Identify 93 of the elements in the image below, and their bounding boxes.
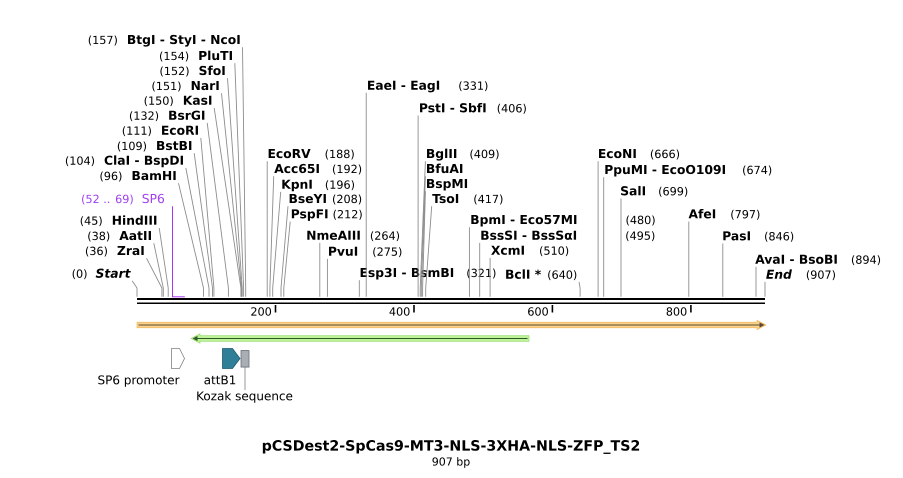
leader-line <box>234 62 244 298</box>
leader-line <box>578 281 581 298</box>
leader-line <box>620 198 622 298</box>
leader-line <box>200 137 214 298</box>
enzyme-label: (109) BstBI <box>118 141 192 152</box>
leader-line <box>266 160 268 298</box>
enzyme-label: (45) HindIII <box>80 215 156 226</box>
feature-label: SP6 promoter <box>98 375 180 387</box>
leader-line <box>242 46 246 298</box>
leader-line <box>490 257 491 298</box>
leader-line <box>153 242 164 298</box>
ruler-label: 400 <box>389 307 410 316</box>
primer-label: (52 .. 69) SP6 <box>82 194 164 204</box>
leader-line <box>688 221 690 298</box>
ruler-label: 200 <box>251 307 272 316</box>
enzyme-label: BseYI (208) <box>290 194 362 204</box>
enzyme-label: (151) NarI <box>152 81 219 92</box>
leader-line <box>214 107 242 298</box>
enzyme-label: (150) KasI <box>144 96 212 106</box>
leader-line <box>269 176 274 298</box>
leader-line <box>366 92 367 298</box>
leader-line <box>764 281 766 298</box>
enzyme-label: (154) PluTI <box>160 50 232 62</box>
enzyme-label: Esp3I - BsmBI (321) <box>360 268 496 280</box>
enzyme-label: (152) SfoI <box>160 66 225 76</box>
leader-line <box>185 167 210 298</box>
leader-line <box>221 92 242 298</box>
enzyme-label: (157) BtgI - StyI - NcoI <box>88 34 240 47</box>
leader-line <box>280 206 288 298</box>
leader-line <box>146 258 162 298</box>
end-label: End (907) <box>766 269 835 280</box>
leader-line <box>178 182 204 298</box>
enzyme-label: SalI (699) <box>621 186 688 197</box>
leader-line <box>603 176 604 298</box>
feature-band <box>136 320 767 330</box>
enzyme-label: (96) BamHI <box>100 171 176 182</box>
map-title: pCSDest2-SpCas9-MT3-NLS-3XHA-NLS-ZFP_TS2 <box>262 440 640 454</box>
enzyme-label: AfeI (797) <box>688 208 760 220</box>
leader-line <box>468 226 470 298</box>
leader-line <box>420 160 426 298</box>
enzyme-label: PspFI (212) <box>292 209 362 221</box>
enzyme-label: Acc65I (192) <box>274 164 362 174</box>
enzyme-label: PstI - SbfI (406) <box>420 102 526 114</box>
leader-line <box>272 191 282 298</box>
leader-line <box>206 122 229 298</box>
enzyme-label: EcoRV (188) <box>268 149 354 160</box>
leader-line <box>227 78 243 298</box>
enzyme-label: BfuAI <box>427 164 462 174</box>
enzyme-label: EcoNI (666) <box>599 149 680 160</box>
ruler-label: 800 <box>666 307 686 316</box>
enzyme-label: (36) ZraI <box>86 246 144 256</box>
enzyme-label: PasI (846) <box>723 231 794 242</box>
enzyme-label: (38) AatII <box>88 231 151 242</box>
enzyme-label: BglII (409) <box>427 148 499 161</box>
leader-line <box>422 190 426 298</box>
enzyme-label: PpuMI - EcoO109I (674) <box>605 164 772 177</box>
enzyme-label: BpmI - Eco57MI (480) <box>471 215 655 227</box>
enzyme-label: BclI * (640) <box>506 269 576 280</box>
feature-label: attB1 <box>204 376 236 384</box>
enzyme-label: BssSI - BssSαI (495) <box>481 230 654 242</box>
enzyme-label: (132) BsrGI <box>130 110 204 122</box>
leader-line <box>479 242 480 298</box>
ruler-label: 600 <box>528 307 548 316</box>
enzyme-label: EaeI - EagI (331) <box>368 80 488 92</box>
primer-leader <box>172 206 186 298</box>
enzyme-label: (111) EcoRI <box>122 126 198 136</box>
leader-line <box>326 258 328 298</box>
leader-line <box>598 160 599 298</box>
leader-line <box>132 280 138 298</box>
leader-line <box>319 242 320 298</box>
feature-box <box>240 350 250 368</box>
feature-band <box>190 333 530 344</box>
leader-line <box>158 227 169 298</box>
leader-line <box>425 206 432 298</box>
enzyme-label: PvuI (275) <box>329 246 402 258</box>
enzyme-label: KpnI (196) <box>282 180 354 192</box>
enzyme-label: TsoI (417) <box>432 194 502 204</box>
leader-line <box>358 280 360 298</box>
leader-line <box>194 152 213 298</box>
map-caption: 907 bp <box>432 457 470 468</box>
leader-line <box>283 221 291 298</box>
enzyme-label: XcmI (510) <box>491 246 568 256</box>
enzyme-label: BspMI <box>427 179 468 191</box>
enzyme-label: (104) ClaI - BspDI <box>66 155 183 168</box>
leader-line <box>722 243 724 298</box>
end-label: (0) Start <box>72 268 131 280</box>
feature-label: Kozak sequence <box>197 391 292 403</box>
leader-line <box>420 176 426 298</box>
leader-line <box>418 115 419 298</box>
sequence-backbone <box>137 298 765 304</box>
enzyme-label: NmeAIII (264) <box>307 230 400 242</box>
leader-line <box>244 367 246 390</box>
enzyme-label: AvaI - BsoBI (894) <box>755 254 880 266</box>
